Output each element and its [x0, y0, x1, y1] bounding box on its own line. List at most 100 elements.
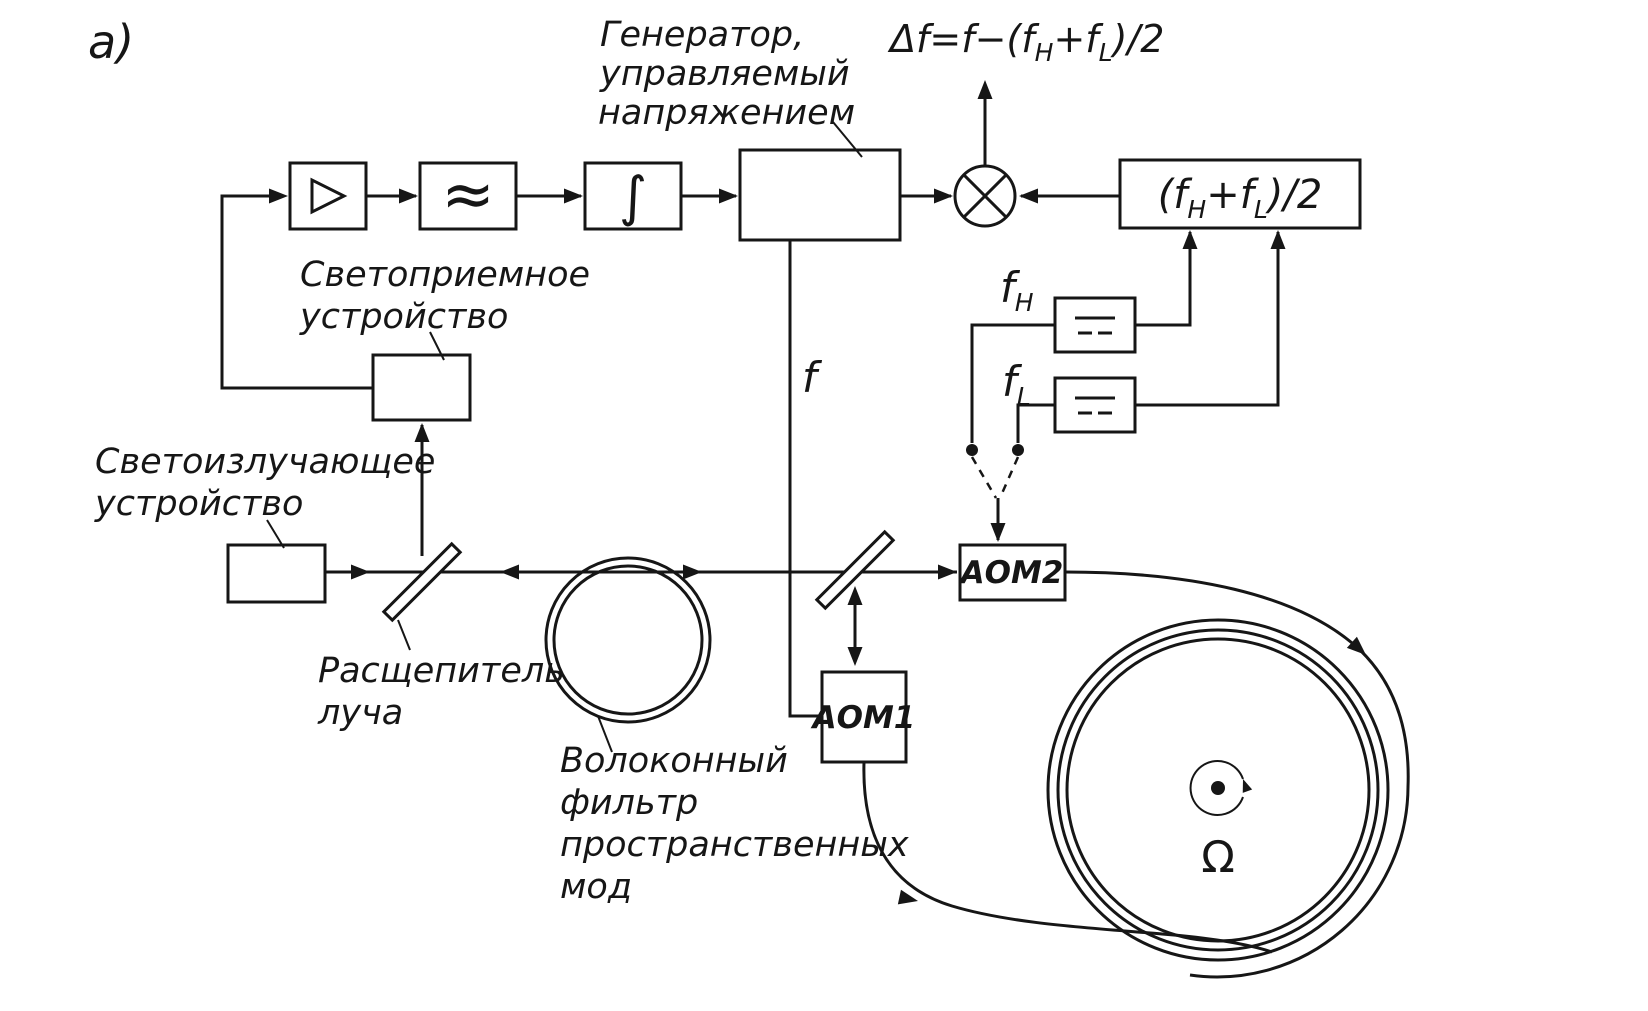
rotation-axis-dot — [1211, 781, 1225, 795]
fiber-filter-label-pointer — [597, 715, 613, 753]
photodetector-label-line2: устройство — [299, 297, 508, 337]
arrow-down-to-aom1 — [847, 647, 863, 666]
photodetector-label-line1: Светоприемное — [300, 255, 590, 295]
photodetector-label: Светоприемное устройство — [299, 255, 590, 337]
aom2-box — [958, 543, 1067, 602]
arrow-into-filter — [399, 188, 418, 204]
fiber-filter-label-line1: Волоконный — [560, 741, 788, 781]
arrow-up-to-splitter2 — [847, 586, 863, 605]
vco-label: Генератор, управляемый напряжением — [598, 15, 855, 133]
arrow-into-aom2-top — [990, 523, 1006, 542]
beam-splitter-2 — [814, 529, 896, 611]
arrow-into-amplifier — [269, 188, 288, 204]
fh-to-sumbox-line — [1135, 232, 1192, 327]
fiber-filter-label: Волоконный фильтр пространственных мод — [560, 741, 909, 907]
filter-box — [418, 161, 518, 231]
f-signal-line — [788, 240, 820, 718]
aom2-label: АОМ2 — [958, 555, 1064, 591]
photodetector-box — [371, 353, 472, 422]
filter-block: ≈ — [418, 158, 518, 232]
fh-label: fH — [1000, 263, 1034, 317]
sum-frequency-block: (fH+fL)/2 — [1118, 158, 1362, 230]
amplifier-triangle-icon — [310, 177, 348, 215]
coil-ring-middle — [1056, 628, 1380, 952]
fiber-loop-inner — [552, 564, 704, 716]
aom2-block: АОМ2 — [958, 543, 1067, 602]
arrow-coil-bottom — [897, 889, 920, 909]
mixer — [953, 164, 1017, 228]
photodetector-label-pointer — [429, 331, 445, 361]
fh-oscillator-box — [1053, 296, 1137, 354]
fl-to-switch-line — [1016, 403, 1055, 443]
vco-label-line2: управляемый — [599, 54, 850, 94]
arrow-into-aom2-left — [938, 564, 957, 580]
beam-splitter-label-pointer — [397, 619, 411, 651]
sum-box — [1118, 158, 1362, 230]
delta-f-formula: Δf=f−(fH+fL)/2 — [887, 17, 1164, 67]
arrow-into-integrator — [564, 188, 583, 204]
arrow-beam-right-2 — [683, 564, 702, 580]
sum-box-label: (fH+fL)/2 — [1158, 172, 1323, 224]
fl-label: fL — [1002, 357, 1031, 411]
omega-label: Ω — [1201, 832, 1235, 883]
vco-label-line1: Генератор, — [600, 15, 804, 55]
aom1-to-coil-fiber — [862, 761, 1273, 954]
arrow-into-photodetector — [414, 423, 430, 442]
coil-ring-outer — [1046, 618, 1390, 962]
switch-dashed-right — [998, 456, 1020, 499]
amplifier-block — [288, 161, 368, 231]
rotation-arrow-head — [1238, 777, 1253, 793]
arrow-into-vco — [719, 188, 738, 204]
beam-splitter-label-line2: луча — [317, 693, 403, 733]
fh-to-switch-line — [970, 323, 1055, 443]
arrow-fl-into-sumbox — [1270, 230, 1286, 249]
switch-contact-fh — [966, 444, 978, 456]
fl-oscillator-block — [1053, 376, 1137, 434]
fh-oscillator-block — [1053, 296, 1137, 354]
figure-label: а) — [88, 15, 134, 69]
filter-wave-icon: ≈ — [441, 158, 495, 232]
fiber-coil: Ω — [1046, 618, 1390, 962]
light-source-label-pointer — [266, 519, 285, 549]
fiber-filter-label-line3: пространственных — [560, 825, 909, 865]
aom1-label: АОМ1 — [810, 700, 916, 736]
aom1-block: АОМ1 — [810, 670, 916, 764]
arrow-into-mixer-left — [934, 188, 953, 204]
integrator-box — [583, 161, 683, 231]
arrow-into-mixer-right — [1019, 188, 1038, 204]
fiber-filter-label-line4: мод — [560, 867, 632, 907]
arrow-beam-left — [500, 564, 519, 580]
beam-splitter-label-line1: Расщепитель — [318, 651, 565, 691]
arrow-fh-into-sumbox — [1182, 230, 1198, 249]
switch-dashed-left — [970, 456, 998, 499]
fiber-filter-loop — [544, 556, 712, 724]
vco-label-line3: напряжением — [598, 93, 855, 133]
aom1-box — [820, 670, 908, 764]
rotation-arrow-icon — [1189, 760, 1244, 816]
light-source-label-line2: устройство — [94, 484, 303, 524]
fiber-filter-label-line2: фильтр — [560, 783, 698, 823]
label-pointers — [266, 121, 863, 753]
light-source-box — [226, 543, 327, 604]
coil-ring-inner — [1065, 637, 1371, 943]
light-source-label: Светоизлучающее устройство — [94, 442, 435, 524]
beam-splitter-label: Расщепитель луча — [317, 651, 565, 733]
aom2-to-coil-fiber — [1064, 570, 1410, 979]
connector-lines — [220, 84, 1410, 979]
integrator-block: ∫ — [583, 161, 683, 231]
integrator-icon: ∫ — [619, 165, 647, 228]
feedback-line — [220, 194, 373, 390]
arrow-up-to-formula — [977, 80, 993, 99]
beam-splitter-1 — [381, 541, 463, 623]
arrow-beam-right-1 — [351, 564, 370, 580]
mixer-x-icon — [962, 173, 1008, 219]
vco-label-pointer — [832, 121, 863, 158]
fl-oscillator-box — [1053, 376, 1137, 434]
switch-contact-fl — [1012, 444, 1024, 456]
vco-box — [738, 148, 902, 242]
amplifier-box — [288, 161, 368, 231]
fiber-loop-outer — [544, 556, 712, 724]
light-source-label-line1: Светоизлучающее — [95, 442, 435, 482]
